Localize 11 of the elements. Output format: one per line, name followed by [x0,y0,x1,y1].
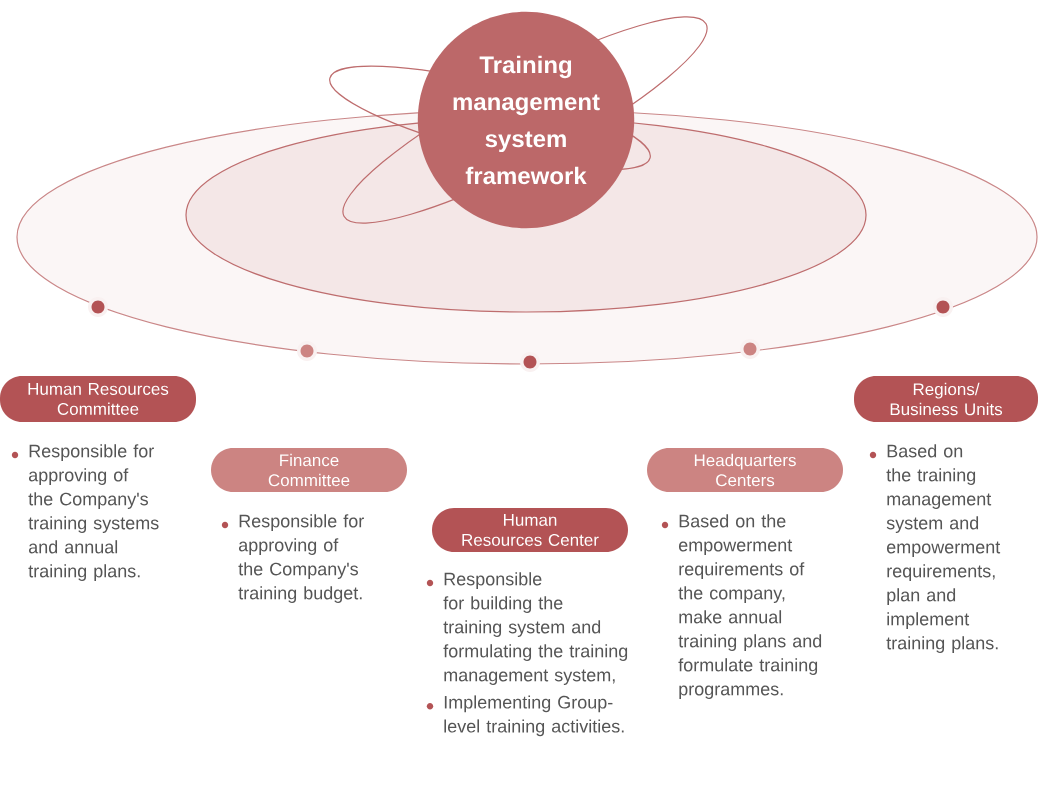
bullet-text: Responsible for approving of the Company's training budget. [221,514,364,603]
label-pill: Human Resources Center [432,508,628,552]
bullet-text: Based on the training management system and empowerment requirements, plan and implement training plans. [869,444,1001,653]
bullet-text: Implementing Group-level training activities. [426,695,624,737]
bullet-text: Based on the empowerment requirements of the company, make annual training plans and formulate training programmes. [661,514,822,699]
bullet-text: Responsible for building the training system and formulating the training management system, [426,572,628,685]
label-pill: Human Resources Committee [0,376,196,422]
label-pill: Finance Committee [211,448,407,492]
label-pill: Headquarters Centers [647,448,843,492]
label-pill: Regions/ Business Units [854,376,1038,422]
bullet-text: Responsible for approving of the Company's training systems and annual training plans. [11,444,159,581]
